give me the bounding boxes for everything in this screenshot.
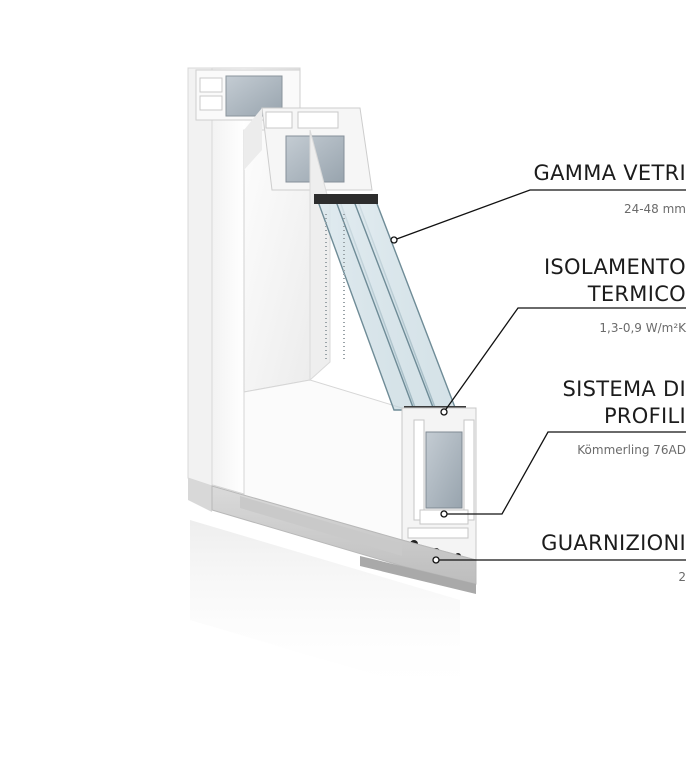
spec-value: 24-48 mm	[623, 202, 686, 216]
spec-title: PROFILI	[603, 404, 686, 428]
spec-sistema-profili: SISTEMA DI PROFILI Kömmerling 76AD	[563, 376, 686, 458]
spec-title: GAMMA VETRI	[533, 161, 686, 185]
bottom-sill	[211, 485, 477, 594]
leader-gamma-vetri	[393, 189, 686, 241]
spec-title: GUARNIZIONI	[541, 531, 686, 555]
spec-value: 2	[678, 570, 686, 584]
leader-lines	[390, 189, 686, 564]
spec-title: SISTEMA DI	[562, 377, 686, 401]
spec-guarnizioni: GUARNIZIONI 2	[541, 530, 686, 585]
spec-value: 1,3-0,9 W/m²K	[599, 321, 686, 335]
spec-value: Kömmerling 76AD	[577, 443, 686, 457]
spec-title: ISOLAMENTO	[543, 255, 686, 279]
leader-sistema-profili	[444, 431, 686, 515]
glass-unit	[314, 194, 466, 422]
spec-gamma-vetri: GAMMA VETRI 24-48 mm	[534, 160, 686, 217]
floor-reflection	[190, 520, 460, 700]
spec-title: TERMICO	[587, 282, 686, 306]
leader-isolamento-termico	[443, 307, 686, 413]
spec-isolamento-termico: ISOLAMENTO TERMICO 1,3-0,9 W/m²K	[544, 254, 686, 336]
bottom-profile-section	[401, 407, 477, 561]
sash-profile	[243, 107, 403, 541]
